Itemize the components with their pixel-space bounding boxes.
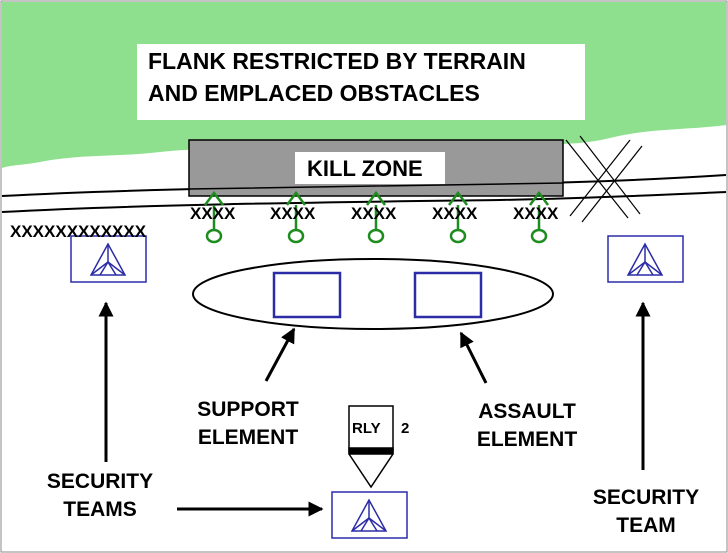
security-triangle-icon [89,242,127,276]
arrows [98,301,651,517]
wire-obstacle-2: XXXX [270,204,316,223]
security-team-right [607,235,684,283]
obstacle-wire-icon [565,135,643,223]
assault-label-line-1: ASSAULT [478,400,576,423]
security-team-rear [331,491,408,539]
arrow-icon [459,331,488,384]
wire-obstacle-5: XXXX [513,204,559,223]
security-teams-label-line-2: TEAMS [63,498,137,521]
title-line-1: FLANK RESTRICTED BY TERRAIN [148,48,526,74]
title-line-2: AND EMPLACED OBSTACLES [148,80,480,106]
assault-element-symbol [413,271,483,319]
rally-point-number: 2 [401,420,410,437]
wire-obstacle-left: XXXXXXXXXXXX [10,222,147,241]
title-box [137,44,585,120]
kill-zone-label: KILL ZONE [307,156,423,181]
security-team-label-line-1: SECURITY [592,486,700,509]
support-label-line-1: SUPPORT [197,398,299,421]
security-triangle-icon [350,498,388,532]
security-team-left [70,235,147,283]
objective-ellipse [192,258,554,330]
rally-point-symbol [348,405,394,489]
road-through-kill-zone [188,182,564,190]
security-team-label-line-2: TEAM [616,514,676,537]
claymore-mines [204,190,549,244]
claymore-mine-icon [448,190,468,244]
arrow-icon [264,327,296,382]
security-triangle-icon [626,242,664,276]
kill-zone-label-box [295,152,445,184]
support-label-line-2: ELEMENT [197,426,299,449]
security-teams-label-line-1: SECURITY [46,470,154,493]
support-element-symbol [272,271,342,319]
claymore-mine-icon [529,190,549,244]
claymore-mine-icon [366,190,386,244]
rally-point-label: RLY [352,420,381,437]
assault-label-line-2: ELEMENT [476,428,578,451]
claymore-mine-icon [204,190,224,244]
wire-obstacle-4: XXXX [432,204,478,223]
wire-obstacle-1: XXXX [190,204,236,223]
claymore-mine-icon [286,190,306,244]
wire-obstacle-3: XXXX [351,204,397,223]
